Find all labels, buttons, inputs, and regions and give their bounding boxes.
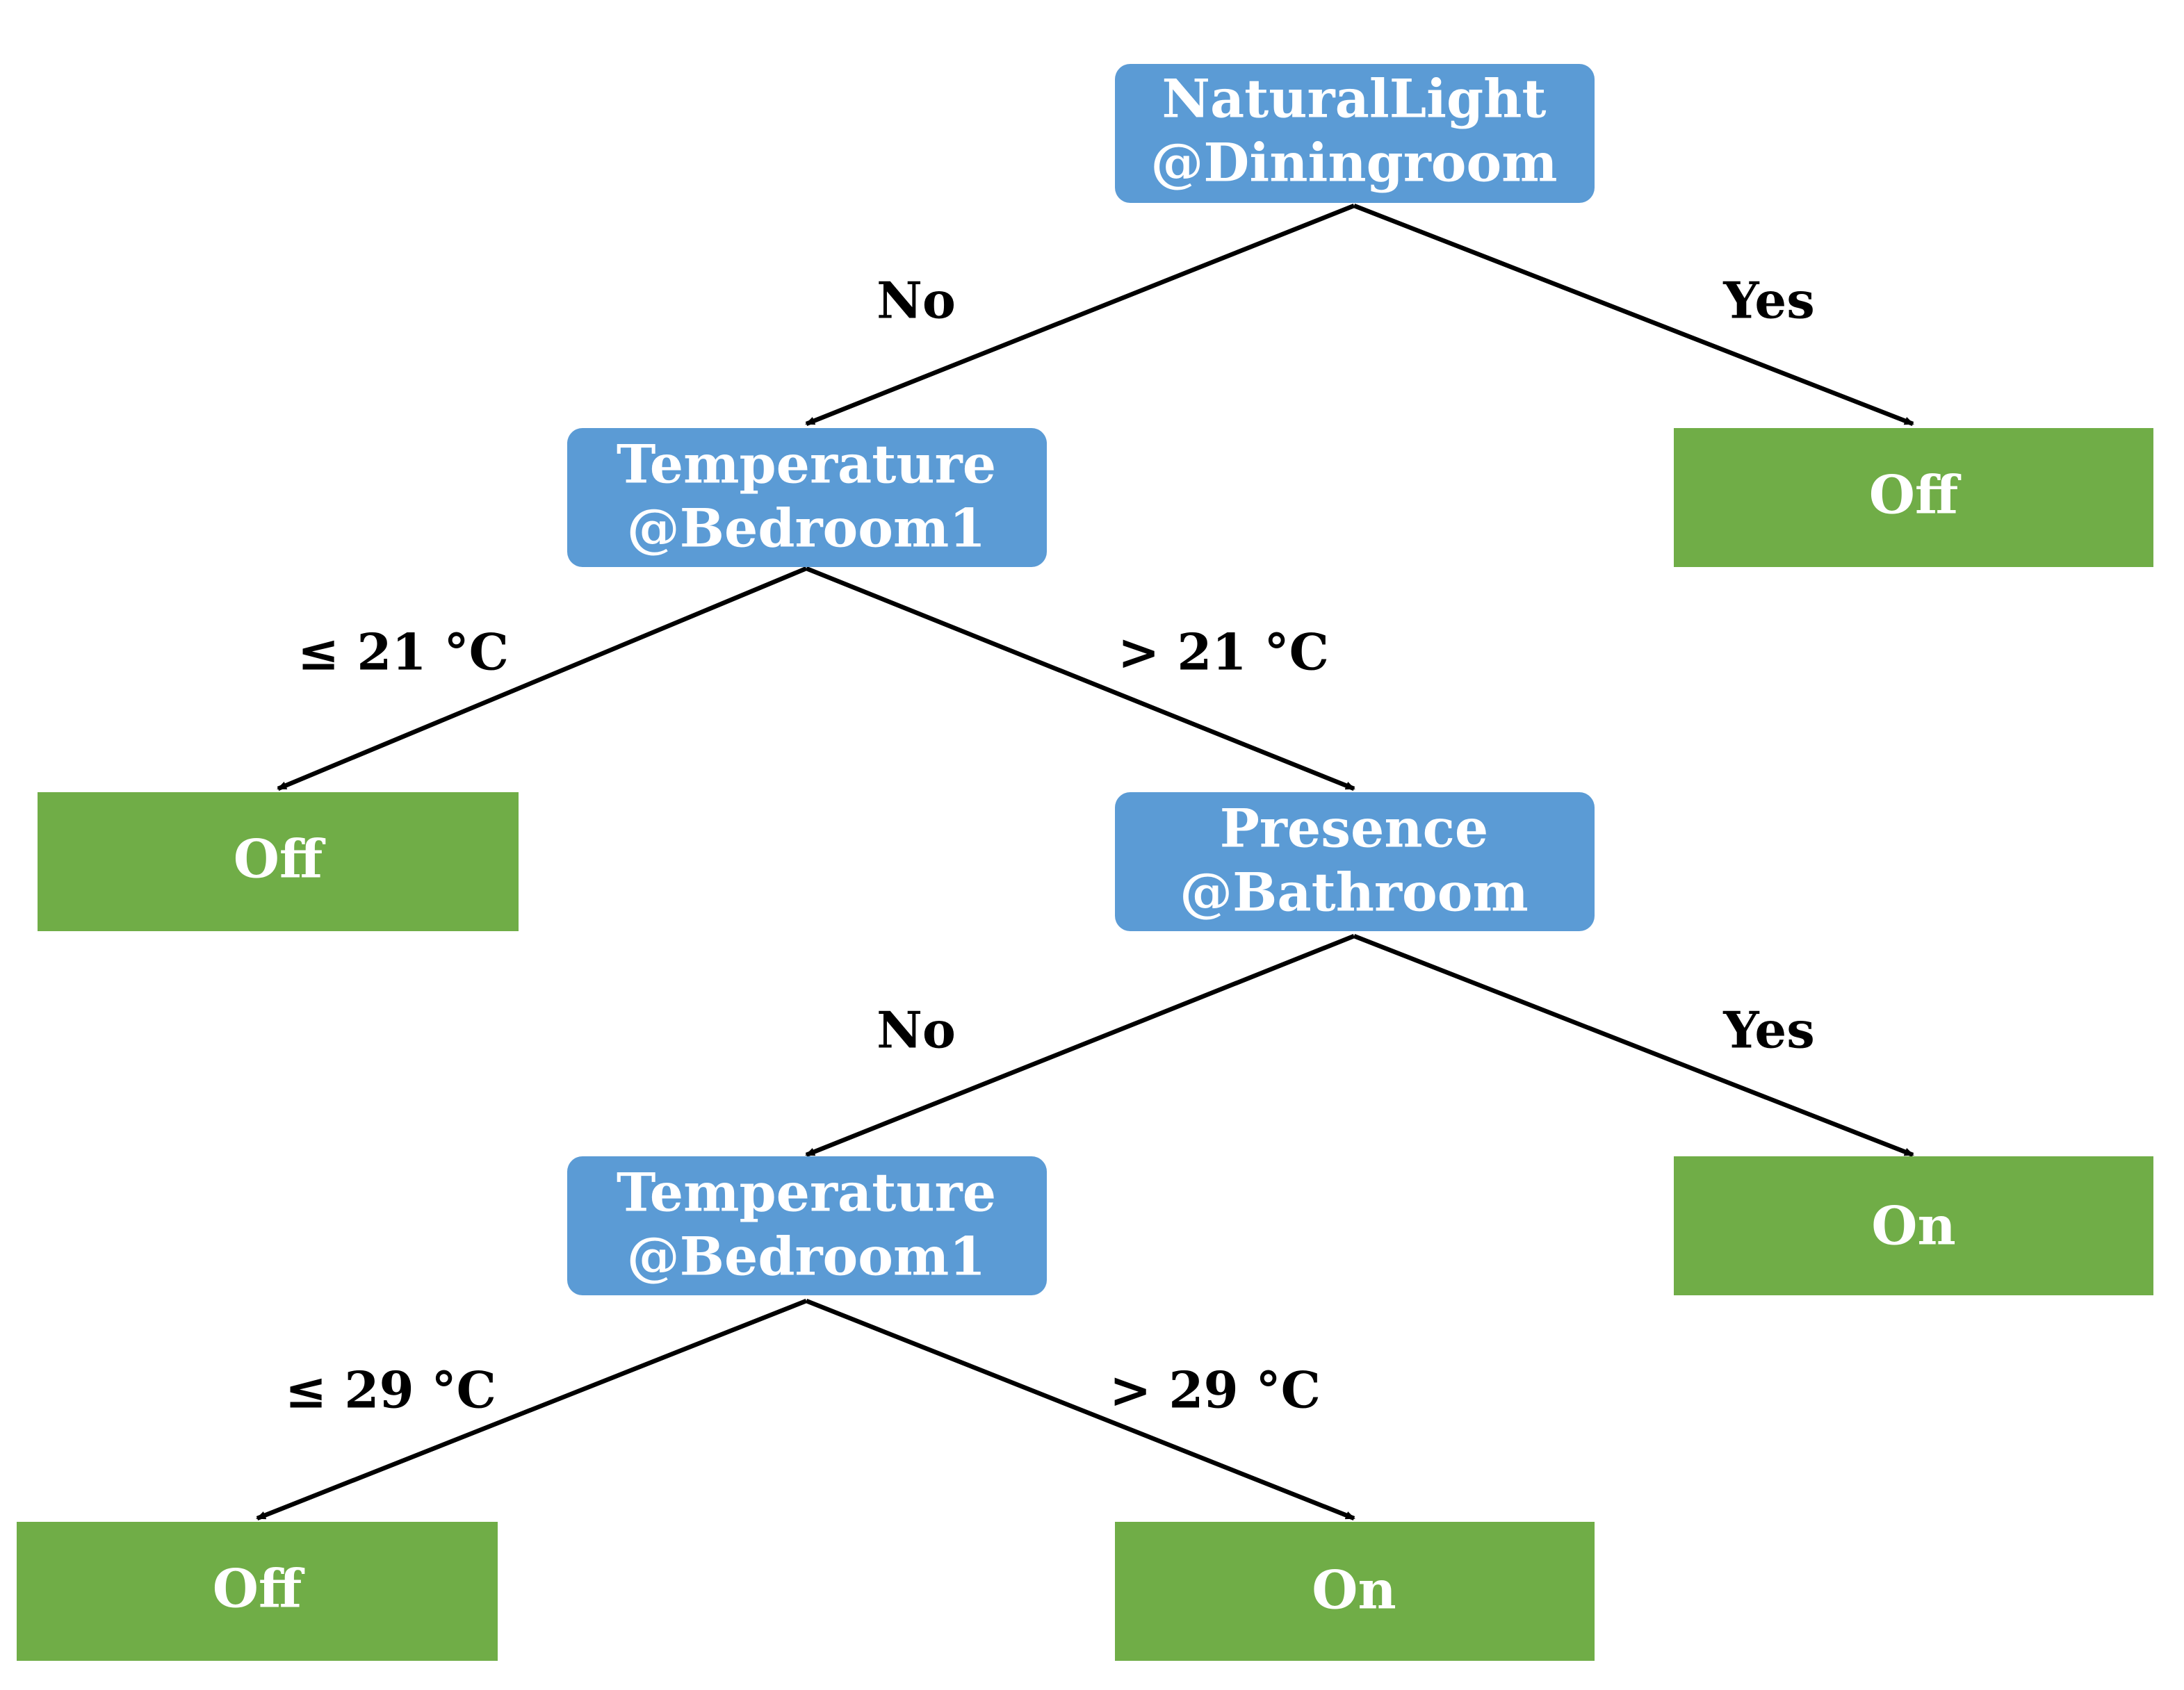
edge-label-root-no: No bbox=[877, 271, 956, 330]
decision-node-root-line1: NaturalLight bbox=[1162, 68, 1546, 130]
edge-label-presence-no: No bbox=[877, 1001, 956, 1060]
edge-temp1-gt bbox=[805, 566, 1355, 791]
edge-presence-yes bbox=[1353, 933, 1914, 1158]
edge-presence-no bbox=[805, 933, 1355, 1158]
leaf-node-on-right-label: On bbox=[1871, 1195, 1955, 1257]
leaf-node-off-top: Off bbox=[1674, 428, 2153, 567]
edge-temp1-le bbox=[277, 566, 808, 791]
edge-label-root-yes: Yes bbox=[1722, 271, 1814, 330]
decision-node-presence: Presence @Bathroom bbox=[1115, 792, 1595, 931]
leaf-node-off-bottom: Off bbox=[17, 1522, 498, 1661]
decision-node-presence-line1: Presence bbox=[1220, 798, 1489, 860]
decision-node-root-line2: @Diningroom bbox=[1150, 132, 1557, 194]
leaf-node-off-top-box bbox=[1674, 428, 2153, 567]
decision-node-temperature-1: Temperature @Bedroom1 bbox=[567, 428, 1047, 567]
edge-label-temp1-gt: > 21 °C bbox=[1118, 623, 1329, 682]
decision-node-presence-line2: @Bathroom bbox=[1180, 862, 1529, 924]
edge-label-presence-yes: Yes bbox=[1722, 1001, 1814, 1060]
edge-labels: No Yes ≤ 21 °C > 21 °C No Yes ≤ 29 °C > … bbox=[285, 271, 1815, 1420]
decision-node-temperature-2-box bbox=[567, 1156, 1047, 1295]
leaf-node-on-bottom-box bbox=[1115, 1522, 1595, 1661]
decision-node-temperature-2-line1: Temperature bbox=[617, 1162, 996, 1224]
edges bbox=[256, 203, 1914, 1521]
decision-node-temperature-1-line2: @Bedroom1 bbox=[627, 498, 986, 559]
leaf-node-off-bottom-label: Off bbox=[213, 1558, 305, 1620]
leaf-node-on-bottom-label: On bbox=[1312, 1559, 1396, 1621]
decision-node-root-box bbox=[1115, 64, 1595, 203]
leaf-node-off-bottom-box bbox=[17, 1522, 498, 1661]
leaf-node-off-left-label: Off bbox=[234, 828, 326, 890]
leaf-node-on-right: On bbox=[1674, 1156, 2153, 1295]
edge-root-yes bbox=[1353, 203, 1914, 427]
edge-label-temp2-le: ≤ 29 °C bbox=[285, 1361, 496, 1420]
decision-node-temperature-1-line1: Temperature bbox=[617, 434, 996, 495]
edge-root-no bbox=[805, 203, 1355, 427]
leaf-node-on-bottom: On bbox=[1115, 1522, 1595, 1661]
leaf-node-on-right-box bbox=[1674, 1156, 2153, 1295]
leaf-node-off-top-label: Off bbox=[1869, 464, 1962, 526]
edge-temp2-gt bbox=[805, 1298, 1355, 1521]
decision-node-presence-box bbox=[1115, 792, 1595, 931]
decision-node-temperature-2-line2: @Bedroom1 bbox=[627, 1226, 986, 1288]
edge-label-temp2-gt: > 29 °C bbox=[1109, 1361, 1321, 1420]
leaf-node-off-left: Off bbox=[38, 792, 519, 931]
decision-node-temperature-2: Temperature @Bedroom1 bbox=[567, 1156, 1047, 1295]
decision-node-temperature-1-box bbox=[567, 428, 1047, 567]
leaf-node-off-left-box bbox=[38, 792, 519, 931]
edge-label-temp1-le: ≤ 21 °C bbox=[298, 623, 509, 682]
edge-temp2-le bbox=[256, 1298, 808, 1521]
decision-node-root: NaturalLight @Diningroom bbox=[1115, 64, 1595, 203]
